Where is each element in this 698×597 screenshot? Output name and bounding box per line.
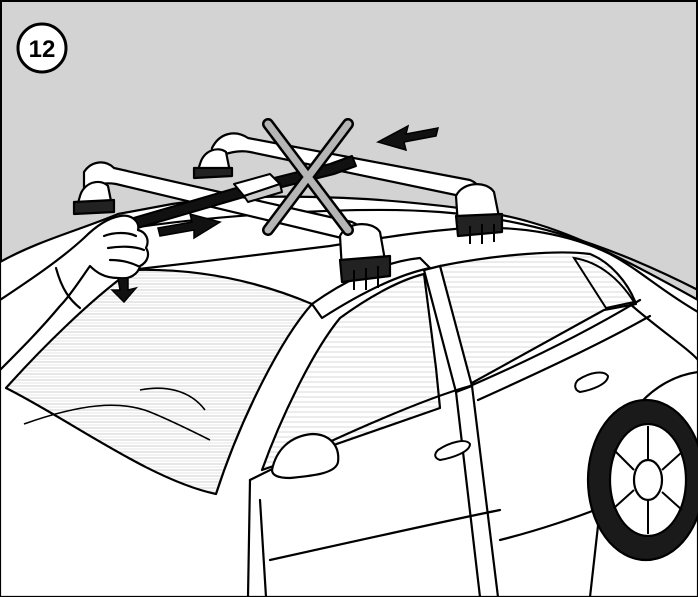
step-badge: 12 [18,24,66,72]
rear-wheel [588,400,698,560]
step-number-label: 12 [29,36,56,63]
